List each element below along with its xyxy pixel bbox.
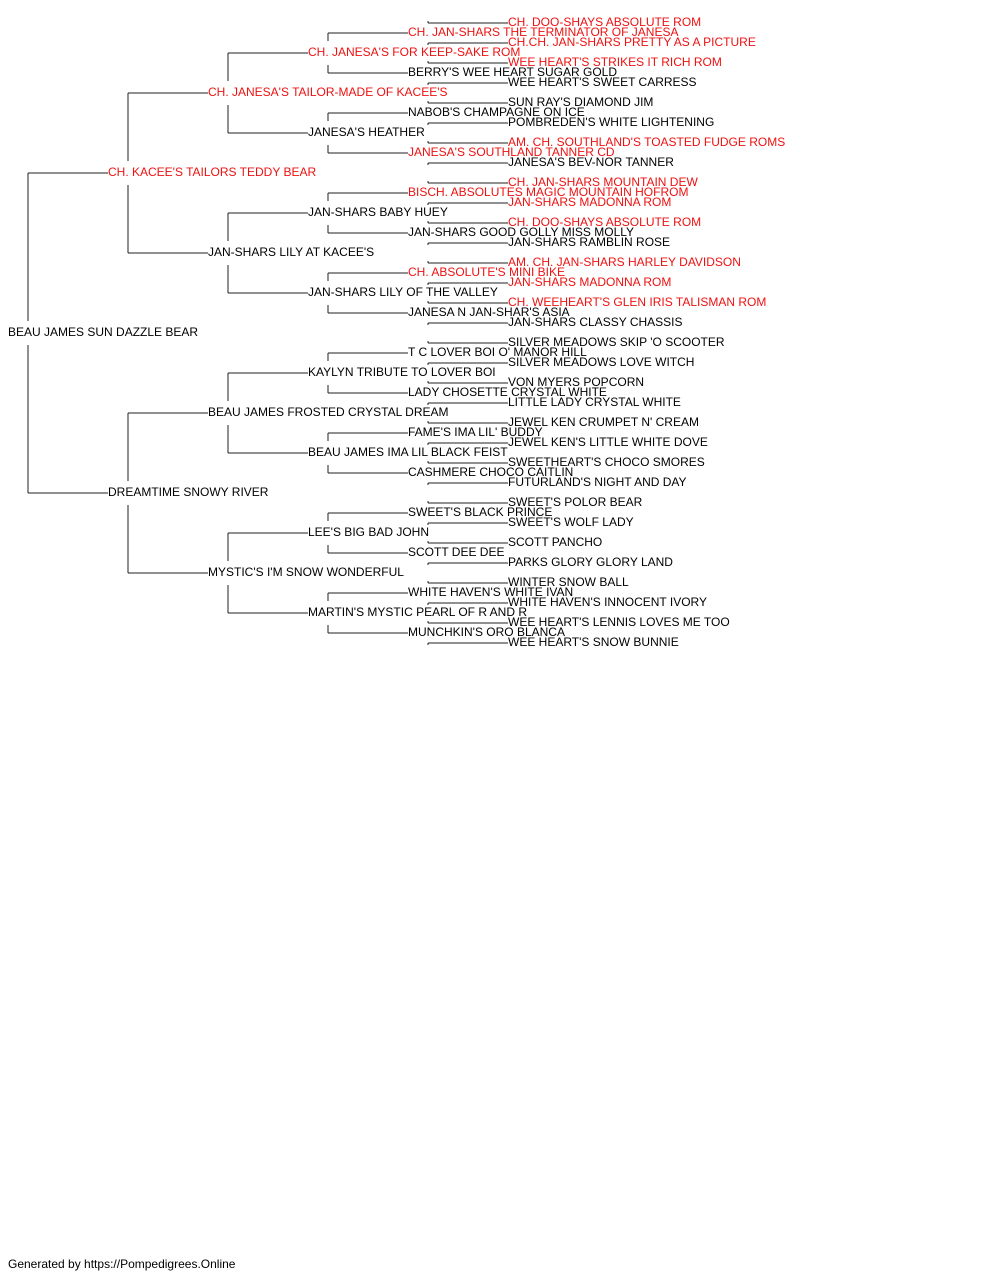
ancestor-name: CH. JAN-SHARS THE TERMINATOR OF JANESA [408, 25, 678, 39]
ancestor-name: LADY CHOSETTE CRYSTAL WHITE [408, 385, 607, 399]
ancestor-name: CH. DOO-SHAYS ABSOLUTE ROM [508, 15, 701, 29]
ancestor-name: BEAU JAMES FROSTED CRYSTAL DREAM [208, 405, 449, 419]
ancestor-name: PARKS GLORY GLORY LAND [508, 555, 673, 569]
ancestor-name: SCOTT DEE DEE [408, 545, 504, 559]
ancestor-name: WEE HEART'S STRIKES IT RICH ROM [508, 55, 722, 69]
ancestor-name: SCOTT PANCHO [508, 535, 602, 549]
ancestor-name: VON MYERS POPCORN [508, 375, 644, 389]
ancestor-name: JANESA'S BEV-NOR TANNER [508, 155, 674, 169]
ancestor-name: SILVER MEADOWS LOVE WITCH [508, 355, 694, 369]
ancestor-name: LEE'S BIG BAD JOHN [308, 525, 429, 539]
ancestor-name: WEE HEART'S SWEET CARRESS [508, 75, 697, 89]
ancestor-name: JAN-SHARS BABY HUEY [308, 205, 448, 219]
ancestor-name: CASHMERE CHOCO CAITLIN [408, 465, 573, 479]
ancestor-name: JANESA'S HEATHER [308, 125, 425, 139]
ancestor-name: MUNCHKIN'S ORO BLANCA [408, 625, 565, 639]
ancestor-name: JAN-SHARS MADONNA ROM [508, 195, 671, 209]
ancestor-name: JAN-SHARS LILY AT KACEE'S [208, 245, 374, 259]
ancestor-name: SWEET'S POLOR BEAR [508, 495, 643, 509]
ancestor-name: BISCH. ABSOLUTES MAGIC MOUNTAIN HOFROM [408, 185, 688, 199]
ancestor-name: POMBREDEN'S WHITE LIGHTENING [508, 115, 714, 129]
ancestor-name: WHITE HAVEN'S INNOCENT IVORY [508, 595, 707, 609]
ancestor-name: SILVER MEADOWS SKIP 'O SCOOTER [508, 335, 725, 349]
ancestor-name: AM. CH. JAN-SHARS HARLEY DAVIDSON [508, 255, 741, 269]
ancestor-name: CH. WEEHEART'S GLEN IRIS TALISMAN ROM [508, 295, 766, 309]
ancestor-name: NABOB'S CHAMPAGNE ON ICE [408, 105, 585, 119]
ancestor-name: JAN-SHARS RAMBLIN ROSE [508, 235, 670, 249]
ancestor-name: CH. DOO-SHAYS ABSOLUTE ROM [508, 215, 701, 229]
ancestor-name: AM. CH. SOUTHLAND'S TOASTED FUDGE ROMS [508, 135, 785, 149]
ancestor-name: JANESA N JAN-SHAR'S ASIA [408, 305, 570, 319]
ancestor-name: LITTLE LADY CRYSTAL WHITE [508, 395, 681, 409]
ancestor-name: T C LOVER BOI O' MANOR HILL [408, 345, 587, 359]
ancestor-name: JEWEL KEN'S LITTLE WHITE DOVE [508, 435, 708, 449]
ancestor-name: CH. JANESA'S TAILOR-MADE OF KACEE'S [208, 85, 448, 99]
ancestor-name: WEE HEART'S LENNIS LOVES ME TOO [508, 615, 730, 629]
ancestor-name: FAME'S IMA LIL' BUDDY [408, 425, 543, 439]
ancestor-name: CH. JAN-SHARS MOUNTAIN DEW [508, 175, 698, 189]
ancestor-name: SWEETHEART'S CHOCO SMORES [508, 455, 705, 469]
ancestor-name: JEWEL KEN CRUMPET N' CREAM [508, 415, 699, 429]
ancestor-name: BERRY'S WEE HEART SUGAR GOLD [408, 65, 617, 79]
ancestor-name: FUTURLAND'S NIGHT AND DAY [508, 475, 687, 489]
ancestor-name: CH. KACEE'S TAILORS TEDDY BEAR [108, 165, 316, 179]
ancestor-name: JAN-SHARS GOOD GOLLY MISS MOLLY [408, 225, 634, 239]
ancestor-name: MYSTIC'S I'M SNOW WONDERFUL [208, 565, 404, 579]
ancestor-name: WHITE HAVEN'S WHITE IVAN [408, 585, 573, 599]
ancestor-name: WINTER SNOW BALL [508, 575, 629, 589]
ancestor-name: JAN-SHARS MADONNA ROM [508, 275, 671, 289]
ancestor-name: SWEET'S WOLF LADY [508, 515, 634, 529]
ancestor-name: BEAU JAMES IMA LIL BLACK FEIST [308, 445, 508, 459]
ancestor-name: CH. JANESA'S FOR KEEP-SAKE ROM [308, 45, 520, 59]
ancestor-name: KAYLYN TRIBUTE TO LOVER BOI [308, 365, 496, 379]
ancestor-name: BEAU JAMES SUN DAZZLE BEAR [8, 325, 198, 339]
generated-by-footer: Generated by https://Pompedigrees.Online [8, 1257, 236, 1271]
ancestor-name: CH. ABSOLUTE'S MINI BIKE [408, 265, 565, 279]
ancestor-name: JANESA'S SOUTHLAND TANNER CD [408, 145, 615, 159]
ancestor-name: MARTIN'S MYSTIC PEARL OF R AND R [308, 605, 527, 619]
ancestor-name: SUN RAY'S DIAMOND JIM [508, 95, 653, 109]
ancestor-name: DREAMTIME SNOWY RIVER [108, 485, 269, 499]
ancestor-name: WEE HEART'S SNOW BUNNIE [508, 635, 679, 649]
ancestor-name: JAN-SHARS CLASSY CHASSIS [508, 315, 683, 329]
ancestor-name: JAN-SHARS LILY OF THE VALLEY [308, 285, 498, 299]
ancestor-name: SWEET'S BLACK PRINCE [408, 505, 552, 519]
ancestor-name: CH.CH. JAN-SHARS PRETTY AS A PICTURE [508, 35, 756, 49]
